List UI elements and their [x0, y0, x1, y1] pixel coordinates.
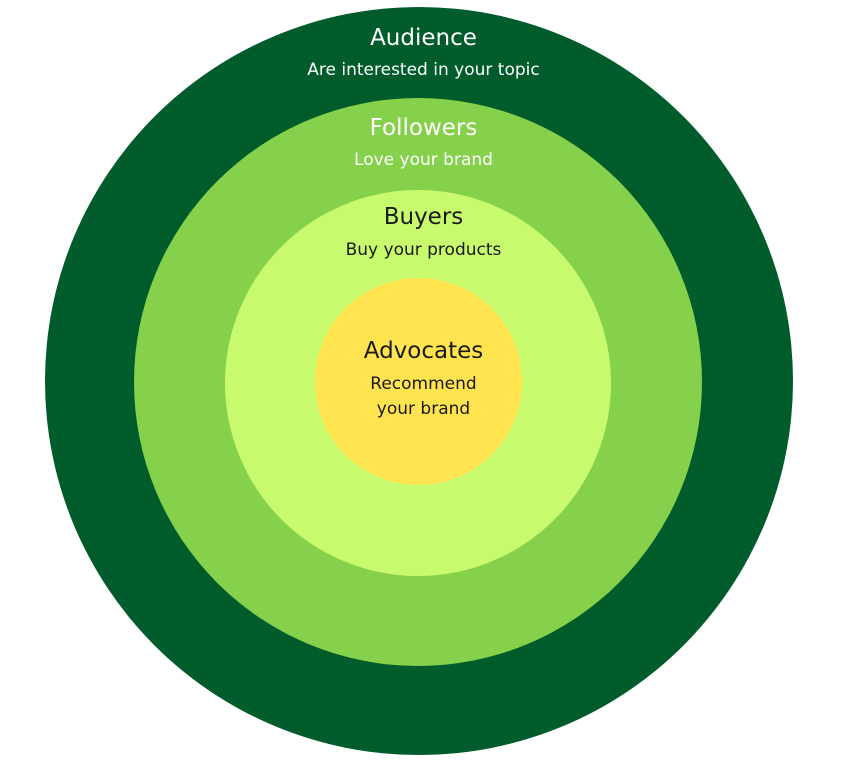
audience-title: Audience: [370, 25, 477, 51]
advocates-subtitle: Recommend your brand: [370, 374, 477, 419]
followers-subtitle: Love your brand: [354, 150, 493, 170]
followers-title: Followers: [369, 115, 478, 141]
advocates-title: Advocates: [363, 338, 484, 364]
ring-advocates: [315, 278, 522, 485]
buyers-title: Buyers: [383, 204, 464, 230]
buyers-subtitle: Buy your products: [345, 240, 502, 260]
audience-subtitle: Are interested in your topic: [307, 60, 540, 80]
